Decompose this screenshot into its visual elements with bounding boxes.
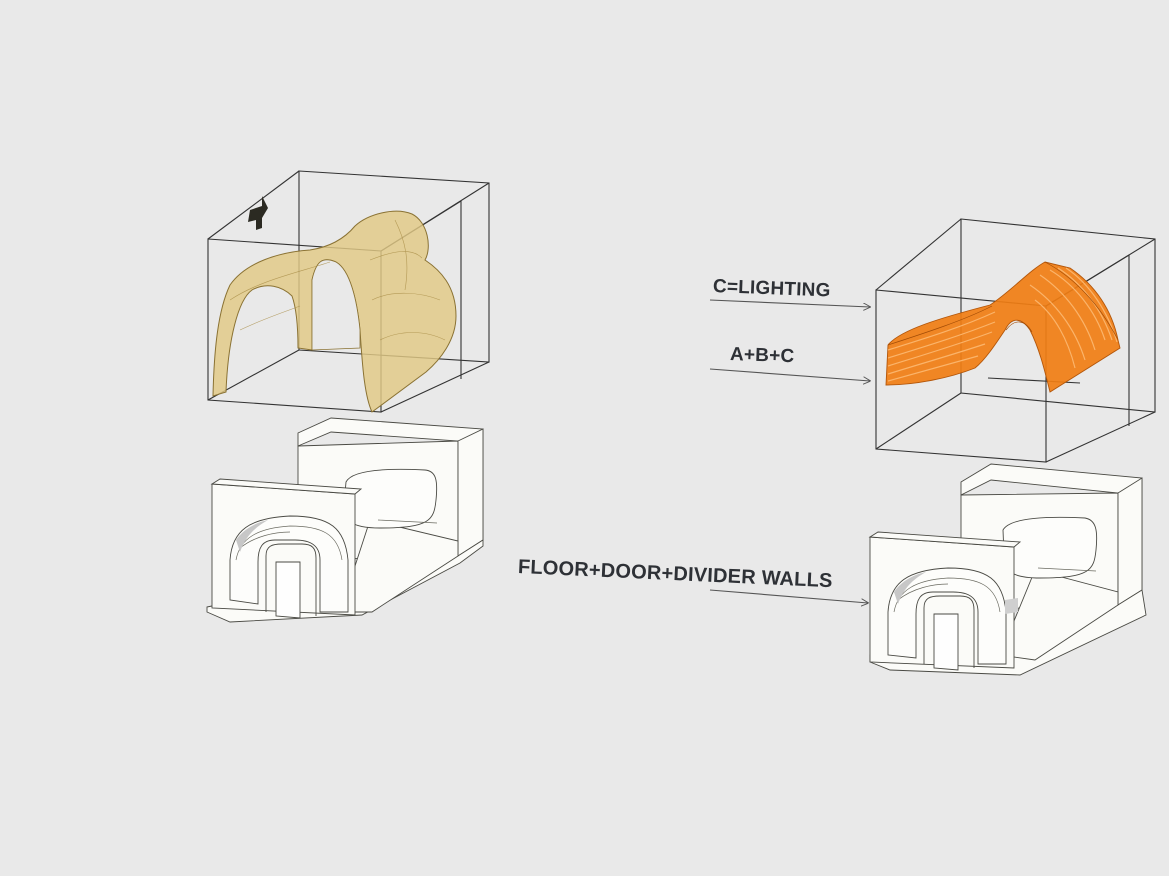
leader-abc xyxy=(709,368,870,381)
leader-lighting xyxy=(709,299,870,307)
label-abc: A+B+C xyxy=(729,344,795,368)
arrow-marker-icon xyxy=(248,196,268,230)
left-shell-box xyxy=(207,170,490,413)
curved-shell xyxy=(212,210,457,413)
right-lighting-box xyxy=(875,218,1156,463)
label-lighting: C=LIGHTING xyxy=(712,276,831,302)
leader-floor xyxy=(709,589,868,603)
lighting-fins xyxy=(885,261,1121,393)
left-walls-model xyxy=(206,417,484,623)
right-walls-model xyxy=(868,463,1147,676)
leader-lines xyxy=(709,299,870,603)
